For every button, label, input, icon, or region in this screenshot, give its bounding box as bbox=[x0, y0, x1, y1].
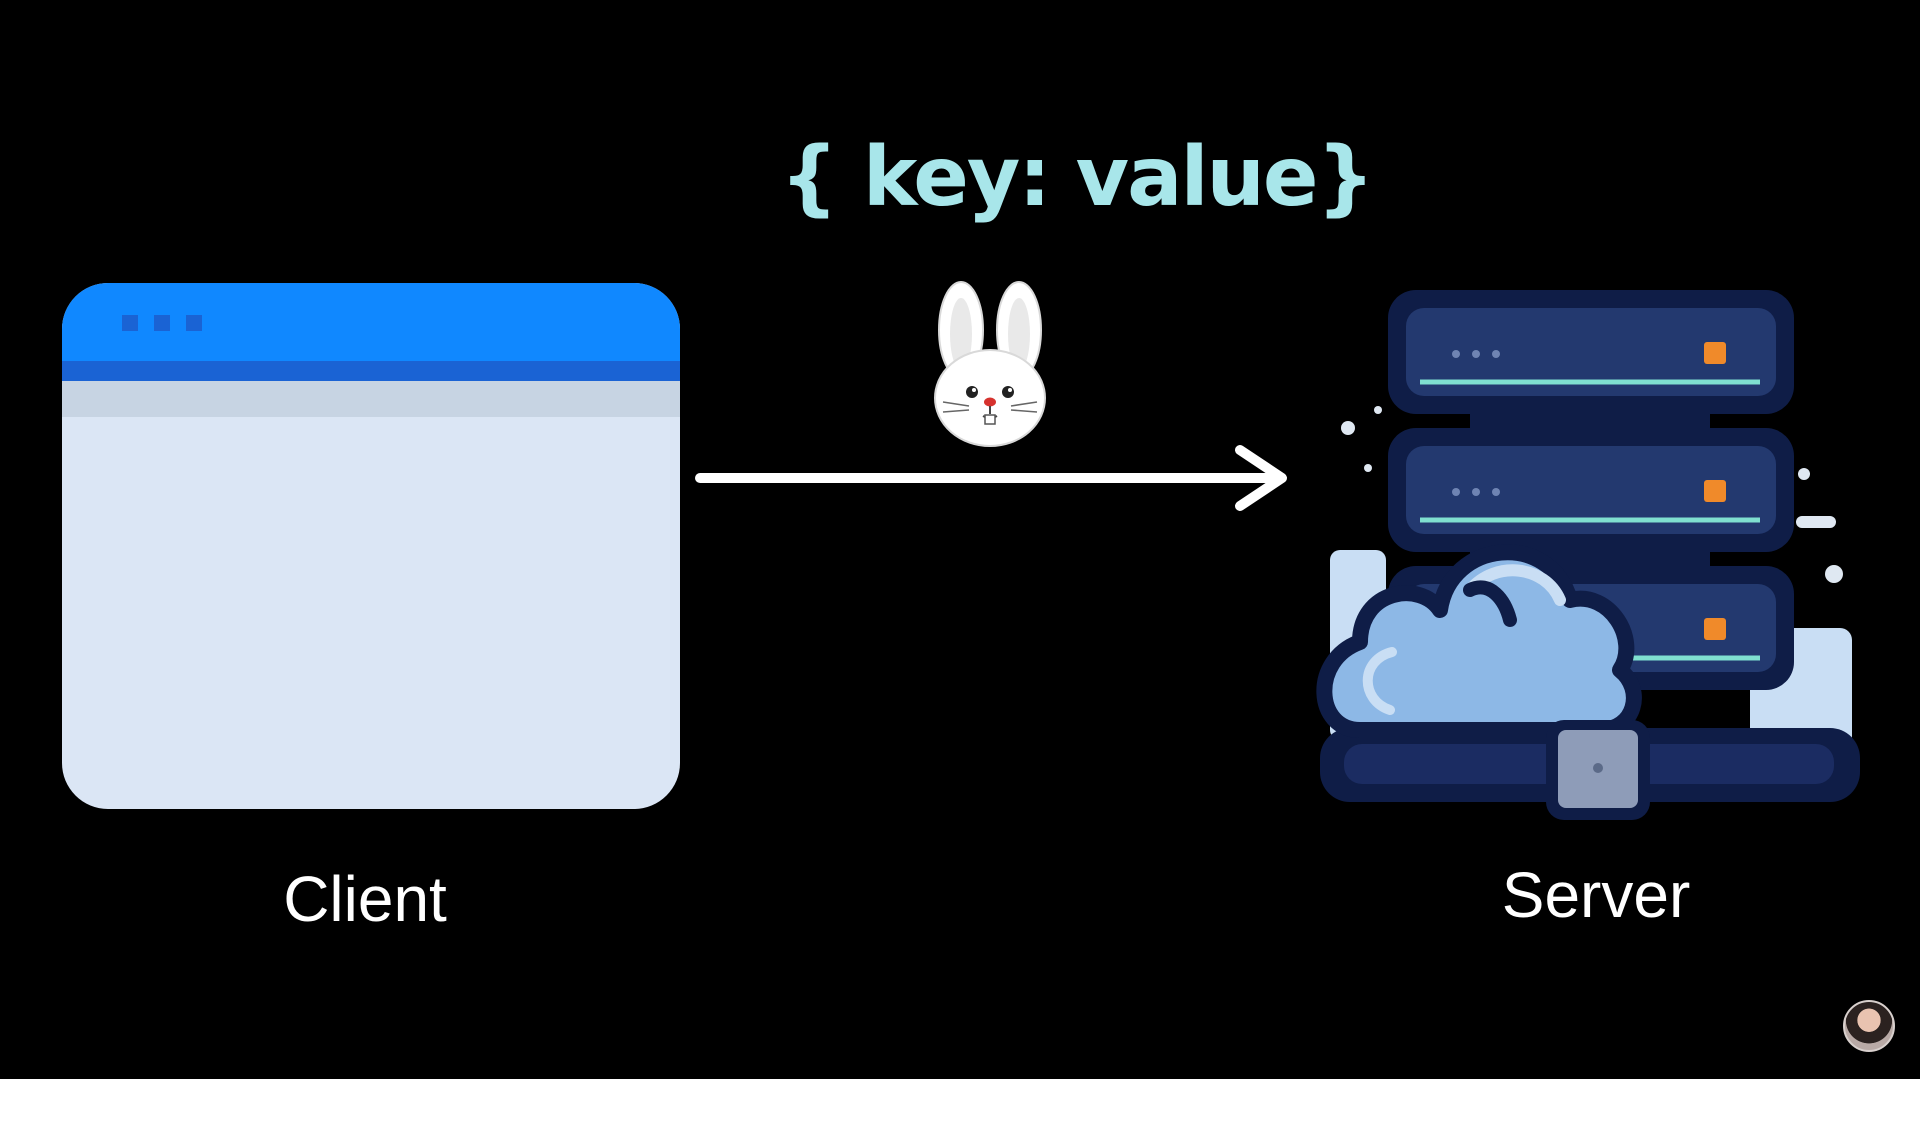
window-dot bbox=[122, 315, 138, 331]
server-rack-cloud-icon bbox=[1316, 290, 1860, 820]
bottom-strip bbox=[0, 1079, 1920, 1143]
status-light bbox=[1704, 480, 1726, 502]
presenter-avatar bbox=[1843, 1000, 1895, 1052]
window-dot bbox=[154, 315, 170, 331]
server-label: Server bbox=[1501, 859, 1691, 931]
diagram-canvas: { key: value} bbox=[0, 0, 1920, 1079]
status-light bbox=[1704, 342, 1726, 364]
client-label: Client bbox=[283, 863, 447, 935]
rabbit-icon bbox=[934, 281, 1046, 447]
status-light bbox=[1704, 618, 1726, 640]
arrow-right-icon bbox=[695, 445, 1287, 511]
payload-text: { key: value} bbox=[780, 130, 1375, 225]
browser-window-icon bbox=[62, 283, 680, 809]
window-dot bbox=[186, 315, 202, 331]
